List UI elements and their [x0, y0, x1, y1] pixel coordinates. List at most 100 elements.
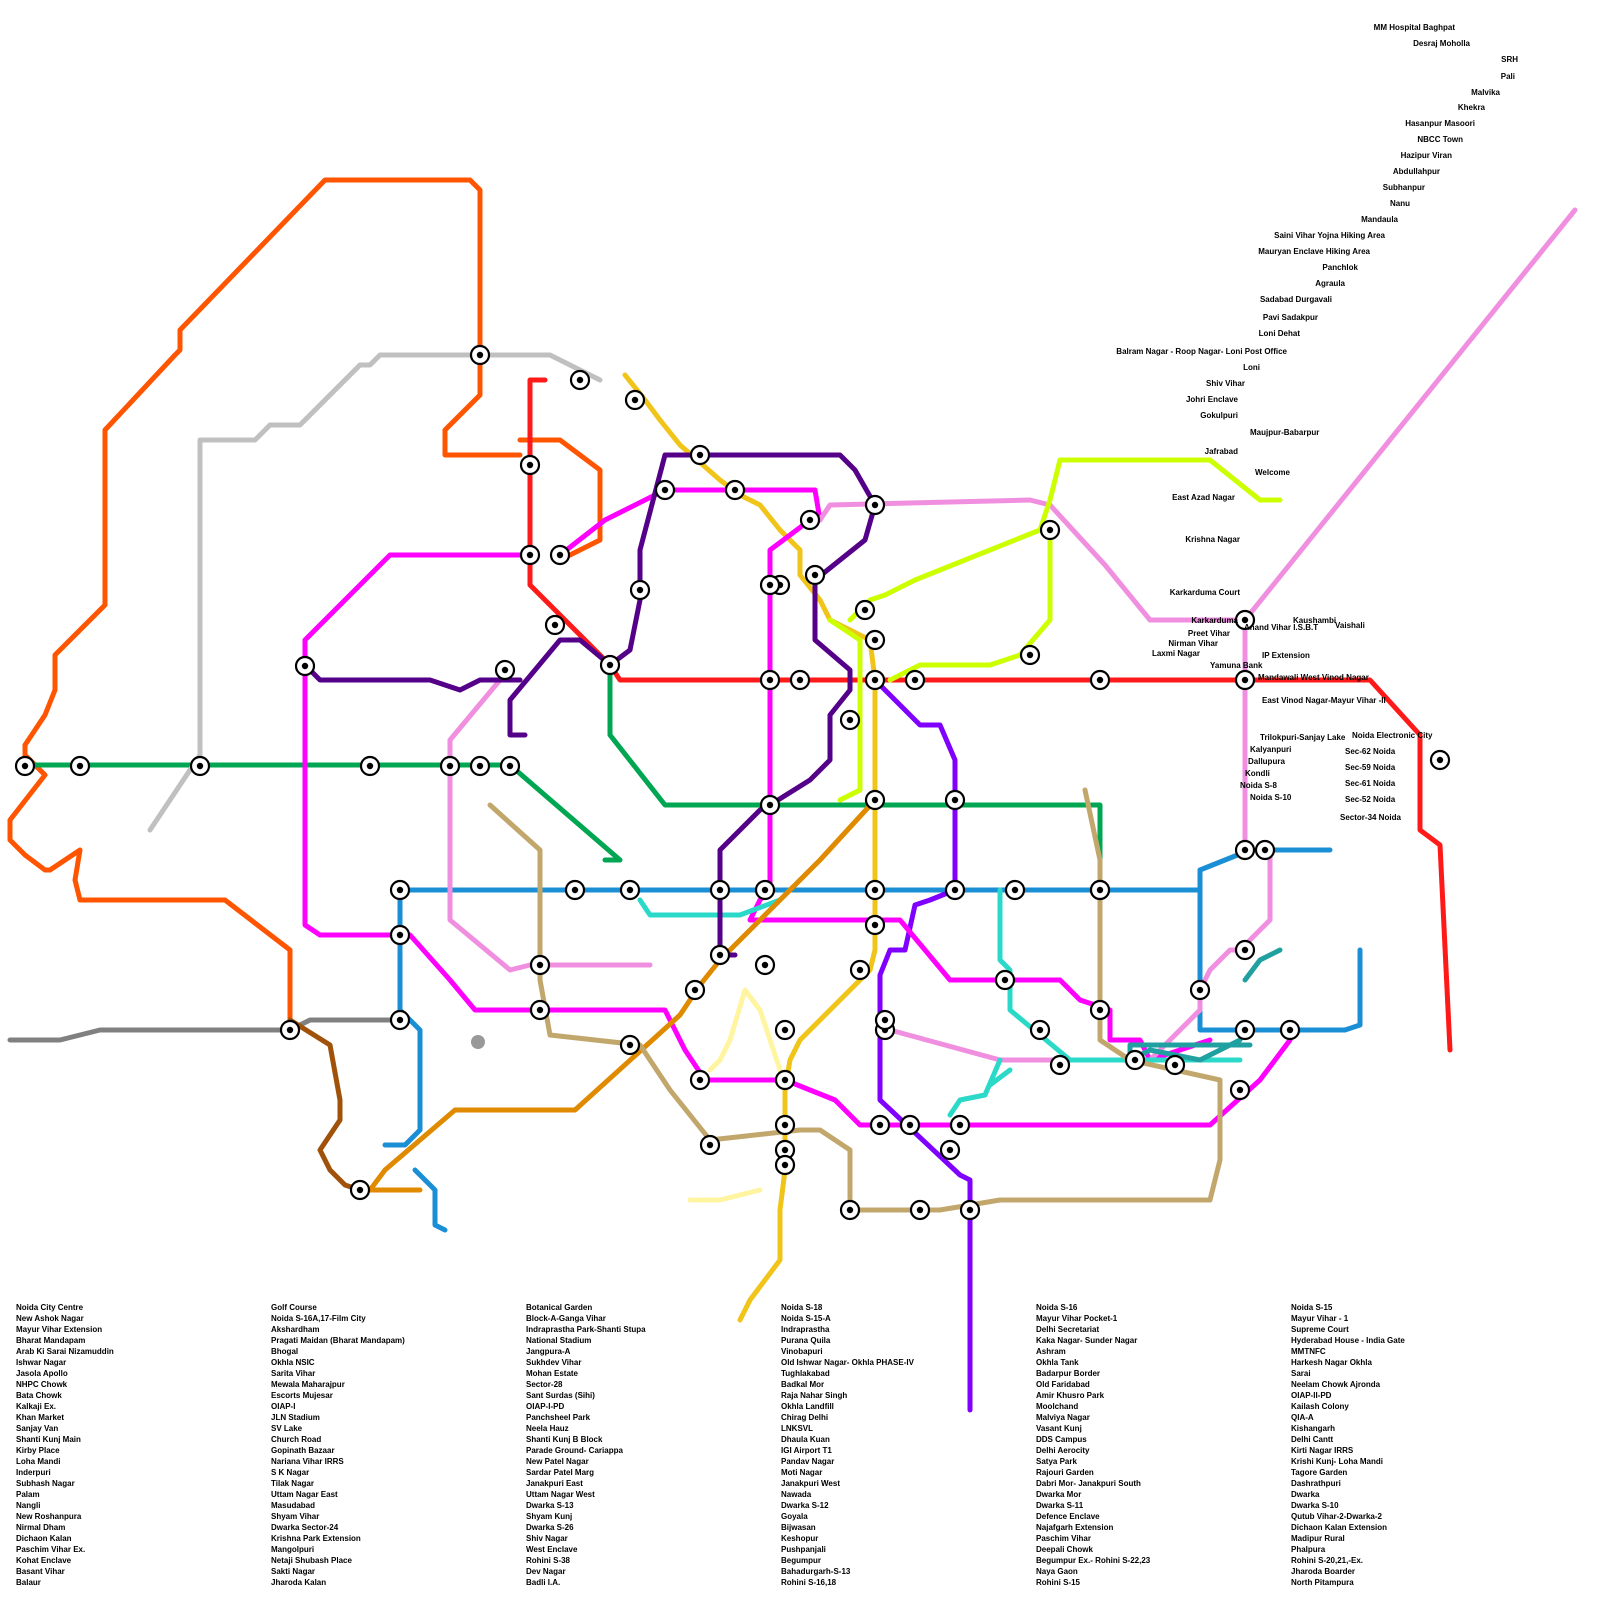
station-label: Rohini S-20,21,-Ex. [1291, 1556, 1363, 1565]
station-label: Nanu [1390, 199, 1410, 208]
interchange-station-dot [627, 1042, 633, 1048]
station-label: Ishwar Nagar [16, 1358, 66, 1367]
interchange-station-dot [632, 397, 638, 403]
station-label: Basant Vihar [16, 1567, 65, 1576]
station-label: NBCC Town [1417, 135, 1463, 144]
station-label: Paschim Vihar [1036, 1534, 1091, 1543]
line-paleyellow [690, 990, 780, 1200]
station-label: Raja Nahar Singh [781, 1391, 847, 1400]
station-label: Mauryan Enclave Hiking Area [1258, 247, 1370, 256]
interchange-station-dot [872, 922, 878, 928]
station-label: Sec-62 Noida [1345, 747, 1396, 756]
interchange-station-dot [697, 1077, 703, 1083]
interchange-station-dot [1097, 887, 1103, 893]
station-label: Rajouri Garden [1036, 1468, 1094, 1477]
station-label: Dabri Mor- Janakpuri South [1036, 1479, 1141, 1488]
station-label: Mohan Estate [526, 1369, 579, 1378]
station-label: Yamuna Bank [1210, 661, 1263, 670]
station-label: Loni Dehat [1259, 329, 1301, 338]
station-label: Welcome [1255, 468, 1291, 477]
station-label: OIAP-I-PD [526, 1402, 564, 1411]
interchange-station-dot [882, 1017, 888, 1023]
interchange-station-dot [557, 552, 563, 558]
interchange-station-dot [77, 763, 83, 769]
interchange-station-dot [1097, 1007, 1103, 1013]
station-label: Subhash Nagar [16, 1479, 75, 1488]
interchange-station-dot [1097, 677, 1103, 683]
interchange-station-dot [717, 887, 723, 893]
interchange-station-dot [767, 582, 773, 588]
station-label: Harkesh Nagar Okhla [1291, 1358, 1372, 1367]
station-label: Okhla Tank [1036, 1358, 1079, 1367]
station-label: Kirti Nagar IRRS [1291, 1446, 1354, 1455]
station-label: Bahadurgarh-S-13 [781, 1567, 851, 1576]
station-label: Bhogal [271, 1347, 298, 1356]
station-label: Saini Vihar Yojna Hiking Area [1274, 231, 1385, 240]
interchange-station-dot [782, 1077, 788, 1083]
station-label: Gokulpuri [1200, 411, 1238, 420]
station-label: Jafrabad [1205, 447, 1238, 456]
station-label: Noida S-18 [781, 1303, 823, 1312]
station-label: Krishi Kunj- Loha Mandi [1291, 1457, 1383, 1466]
station-label: Indraprastha Park-Shanti Stupa [526, 1325, 646, 1334]
station-label: Qutub Vihar-2-Dwarka-2 [1291, 1512, 1383, 1521]
station-label: Defence Enclave [1036, 1512, 1100, 1521]
station-label: Badarpur Border [1036, 1369, 1100, 1378]
interchange-station-dot [22, 763, 28, 769]
interchange-station-dot [397, 932, 403, 938]
interchange-station-dot [367, 763, 373, 769]
station-label: Delhi Cantt [1291, 1435, 1334, 1444]
interchange-station-dot [762, 962, 768, 968]
interchange-station-dot [1047, 527, 1053, 533]
line-brown [290, 1020, 360, 1190]
interchange-station-dot [1002, 977, 1008, 983]
interchange-station-dot [572, 887, 578, 893]
station-label: Janakpuri East [526, 1479, 583, 1488]
interchange-station-dot [857, 967, 863, 973]
station-label: Krishna Park Extension [271, 1534, 361, 1543]
station-label: North Pitampura [1291, 1578, 1354, 1587]
line-teal [1130, 950, 1280, 1060]
station-label: Sarai [1291, 1369, 1311, 1378]
line-violet [875, 680, 970, 1410]
station-label: Satya Park [1036, 1457, 1077, 1466]
interchange-station-dot [907, 1122, 913, 1128]
line-khaki [490, 790, 1220, 1210]
station-label: Trilokpuri-Sanjay Lake [1260, 733, 1346, 742]
station-label: Sant Surdas (Sihi) [526, 1391, 595, 1400]
interchange-station-dot [847, 717, 853, 723]
station-label: Begumpur Ex.- Rohini S-22,23 [1036, 1556, 1151, 1565]
interchange-station-dot [287, 1027, 293, 1033]
station-label: Kaka Nagar- Sunder Nagar [1036, 1336, 1137, 1345]
station-label: Dev Nagar [526, 1567, 566, 1576]
interchange-station-dot [502, 667, 508, 673]
station-label: Tughlakabad [781, 1369, 830, 1378]
station-label: Nirmal Dham [16, 1523, 65, 1532]
station-label: Shyam Vihar [271, 1512, 319, 1521]
station-label: Neela Hauz [526, 1424, 569, 1433]
interchange-station-dot [872, 887, 878, 893]
interchange-station-dot [812, 572, 818, 578]
interchange-station-dot [1287, 1027, 1293, 1033]
station-label: Naya Gaon [1036, 1567, 1078, 1576]
station-label: Okhla Landfill [781, 1402, 834, 1411]
station-label: Mangolpuri [271, 1545, 314, 1554]
station-label: Shanti Kunj Main [16, 1435, 81, 1444]
station-label: Dwarka [1291, 1490, 1320, 1499]
station-label: Loha Mandi [16, 1457, 60, 1466]
station-label: Badli I.A. [526, 1578, 560, 1587]
station-label: Dwarka S-11 [1036, 1501, 1084, 1510]
route-lines [10, 180, 1575, 1410]
station-label: Kohat Enclave [16, 1556, 72, 1565]
interchange-station-dot [477, 763, 483, 769]
station-label: Mayur Vihar Pocket-1 [1036, 1314, 1118, 1323]
station-label: Purana Quila [781, 1336, 831, 1345]
interchange-station-dot [1197, 987, 1203, 993]
interchange-station-dot [577, 377, 583, 383]
station-label: Janakpuri West [781, 1479, 840, 1488]
station-label: Nawada [781, 1490, 812, 1499]
station-label: Church Road [271, 1435, 321, 1444]
station-label: Karkarduma Court [1170, 588, 1241, 597]
station-label: Sec-52 Noida [1345, 795, 1396, 804]
